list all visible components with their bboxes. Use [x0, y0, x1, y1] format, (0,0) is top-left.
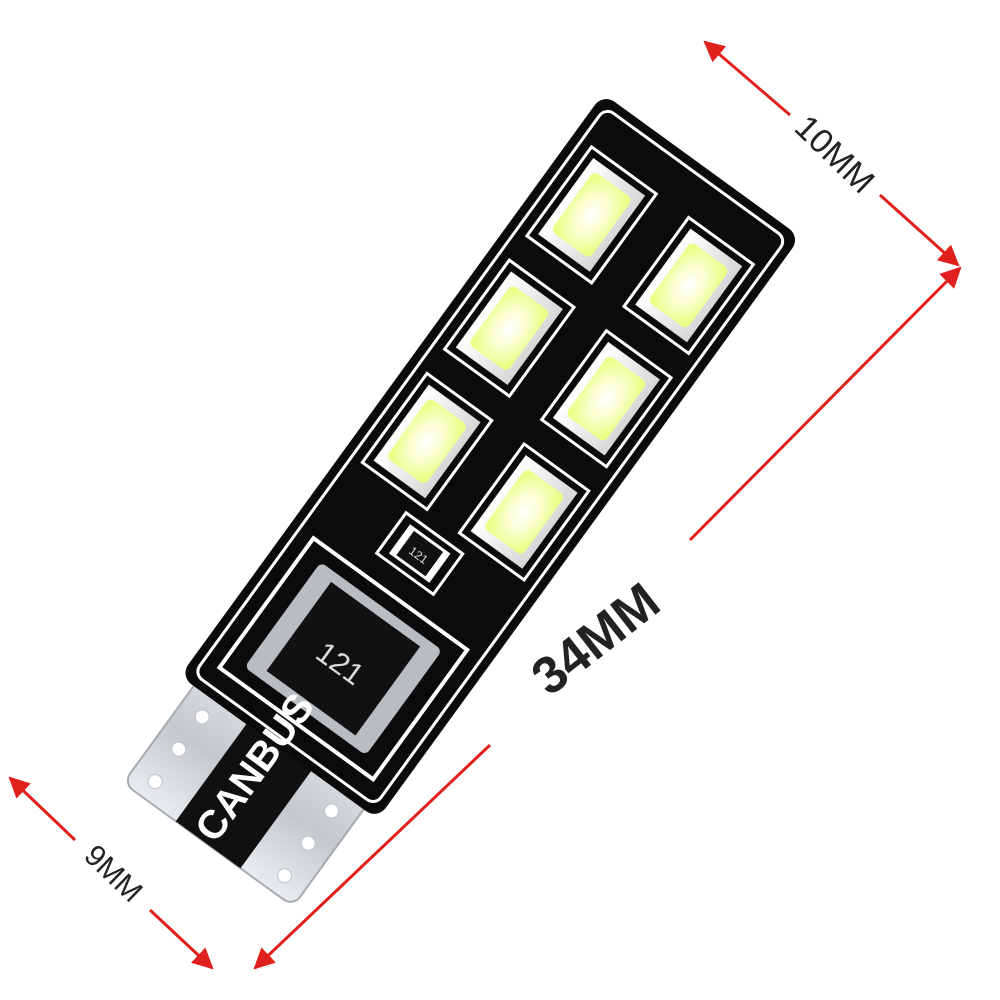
length-label: 34MM: [521, 572, 671, 707]
bottom-width-line-b: [148, 908, 214, 970]
led-chip: [539, 328, 674, 469]
led-array: [360, 144, 756, 583]
bottom-width-label: 9MM: [78, 839, 149, 909]
length-dimension-line-upper: [688, 266, 962, 542]
big-resistor: 121: [216, 535, 470, 783]
top-width-line-a: [703, 40, 791, 117]
top-width-line-b: [878, 193, 960, 267]
led-bulb: 121 CANBUS 121: [126, 99, 796, 903]
led-chip: [524, 144, 659, 285]
led-chip: [457, 441, 591, 583]
small-resistor: 121: [374, 510, 465, 597]
led-chip: [360, 371, 494, 512]
dimension-lines: [8, 40, 962, 970]
bottom-width-line-a: [8, 776, 77, 842]
led-chip: [442, 258, 577, 399]
top-width-label: 10MM: [787, 108, 881, 201]
led-chip: [621, 215, 756, 356]
length-dimension-line: [253, 743, 492, 970]
